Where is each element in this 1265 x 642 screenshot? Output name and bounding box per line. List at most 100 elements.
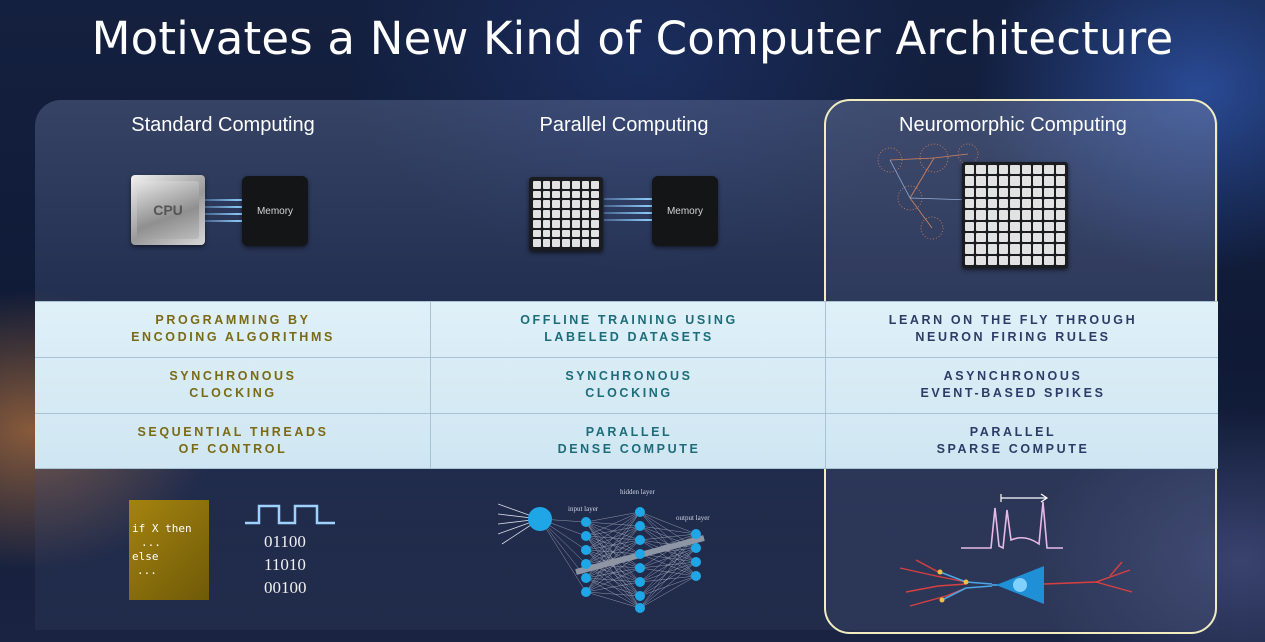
chip-core	[571, 219, 580, 228]
chip-core	[976, 198, 986, 209]
chip-core	[1010, 221, 1020, 231]
nn-edge	[639, 561, 697, 609]
data-beam	[205, 206, 242, 208]
chip-core	[976, 221, 986, 231]
chip-core	[987, 255, 997, 265]
chip-core	[987, 221, 997, 231]
table-cell: PARALLEL SPARSE COMPUTE	[936, 425, 1090, 456]
heading-parallel-computing: Parallel Computing	[539, 114, 709, 136]
chip-core	[542, 219, 551, 228]
chip-core	[533, 229, 541, 238]
chip-core	[581, 200, 590, 209]
chip-core	[571, 239, 580, 247]
chip-core	[542, 239, 551, 247]
chip-core	[591, 181, 599, 189]
heading-neuromorphic-computing: Neuromorphic Computing	[899, 114, 1127, 136]
chip-core	[1021, 210, 1031, 220]
chip-core	[591, 239, 599, 247]
chip-core	[1044, 210, 1054, 220]
chip-core	[1055, 244, 1065, 254]
chip-core	[571, 190, 580, 199]
table-cell: SYNCHRONOUS CLOCKING	[169, 369, 297, 400]
chip-core	[1055, 221, 1065, 231]
chip-core	[1010, 255, 1020, 265]
nn-edge	[639, 547, 697, 609]
nn-edge	[639, 525, 697, 535]
memory-chip: Memory	[242, 176, 308, 246]
chip-core	[562, 200, 570, 209]
table-cell: PROGRAMMING BY ENCODING ALGORITHMS	[131, 313, 335, 344]
table-cell: SEQUENTIAL THREADS OF CONTROL	[137, 425, 329, 456]
chip-core	[591, 219, 599, 228]
chip-core	[965, 165, 975, 175]
chip-core	[976, 232, 986, 243]
nn-edge	[585, 563, 641, 609]
chip-core	[1032, 198, 1043, 209]
data-beam	[604, 219, 652, 221]
output-layer-label: output layer	[676, 514, 710, 522]
chip-core	[998, 221, 1009, 231]
chip-core	[552, 210, 561, 218]
data-beam	[205, 220, 242, 222]
chip-core	[965, 198, 975, 209]
hidden-layer-label: hidden layer	[620, 488, 655, 496]
nn-edge	[639, 533, 697, 541]
table-divider	[825, 301, 826, 469]
chip-core	[552, 239, 561, 247]
chip-core	[581, 190, 590, 199]
nn-node	[581, 531, 591, 541]
chip-core	[1021, 176, 1031, 186]
chip-core	[1055, 232, 1065, 243]
chip-core	[1044, 221, 1054, 231]
nn-node	[691, 557, 701, 567]
nn-edge	[585, 539, 641, 593]
chip-core	[1010, 187, 1020, 197]
clock-waveform-icon	[245, 504, 335, 525]
memory-label: Memory	[666, 205, 704, 217]
code-line: if X then	[132, 522, 192, 535]
input-layer-label: input layer	[568, 505, 599, 513]
neuron-cluster-icon	[877, 143, 979, 240]
binary-line: 00100	[264, 578, 307, 597]
chip-core	[965, 255, 975, 265]
nn-node	[581, 517, 591, 527]
spike-train-icon	[961, 493, 1063, 550]
chip-core	[1010, 165, 1020, 175]
chip-core	[987, 244, 997, 254]
chip-core	[542, 210, 551, 218]
chip-core	[591, 190, 599, 199]
chip-core	[976, 210, 986, 220]
chip-core	[533, 219, 541, 228]
nn-edge	[585, 581, 641, 593]
chip-core	[1021, 255, 1031, 265]
chip-core	[1032, 187, 1043, 197]
chip-core	[591, 229, 599, 238]
chip-core	[562, 181, 570, 189]
binary-line: 11010	[264, 555, 306, 574]
table-divider	[35, 468, 1218, 469]
chip-core	[976, 244, 986, 254]
chip-core	[976, 255, 986, 265]
chip-core	[965, 244, 975, 254]
chip-core	[1021, 187, 1031, 197]
nn-edge	[639, 561, 697, 597]
chip-core	[998, 210, 1009, 220]
chip-core	[591, 210, 599, 218]
chip-core	[1032, 244, 1043, 254]
chip-core	[1010, 210, 1020, 220]
chip-core	[581, 181, 590, 189]
code-line: else	[132, 550, 159, 563]
chip-core	[987, 176, 997, 186]
table-cell: SYNCHRONOUS CLOCKING	[565, 369, 693, 400]
chip-core	[1032, 210, 1043, 220]
code-line: ...	[141, 536, 161, 549]
chip-core	[987, 165, 997, 175]
chip-core	[533, 210, 541, 218]
nn-edge	[539, 518, 587, 579]
chip-core	[998, 176, 1009, 186]
nn-node	[528, 507, 552, 531]
nn-node	[691, 543, 701, 553]
chip-core	[581, 229, 590, 238]
table-cell: PARALLEL DENSE COMPUTE	[557, 425, 701, 456]
chip-core	[1055, 165, 1065, 175]
